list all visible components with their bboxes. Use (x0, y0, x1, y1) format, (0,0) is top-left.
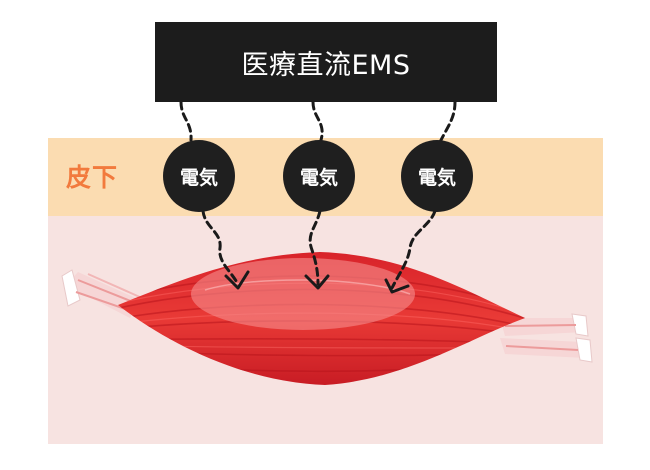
subcutaneous-label: 皮下 (66, 163, 119, 192)
arrow-head-icon (384, 278, 410, 294)
dashed-arrow-icon (308, 209, 322, 286)
dashed-arrow-icon (390, 209, 437, 290)
dashed-arrow-icon (179, 100, 193, 142)
right-tendon (500, 313, 593, 363)
electricity-node: 電気 (163, 140, 235, 212)
muscle-belly (118, 252, 525, 385)
electricity-node: 電気 (401, 140, 473, 212)
dashed-arrow-icon (438, 100, 457, 144)
dashed-arrow-icon (311, 100, 324, 142)
arrow-head-icon (224, 270, 250, 290)
title-box: 医療直流EMS (155, 22, 497, 102)
dashed-arrow-icon (201, 209, 240, 286)
arrow-head-icon (304, 274, 330, 290)
electricity-node: 電気 (283, 140, 355, 212)
